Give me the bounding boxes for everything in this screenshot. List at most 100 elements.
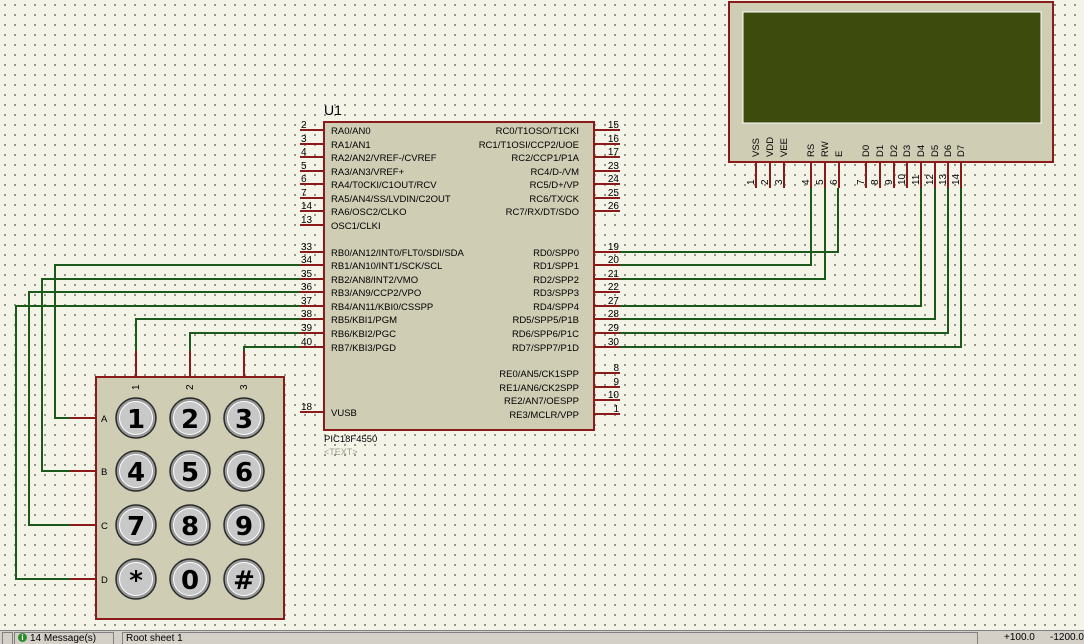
wire[interactable]: [54, 264, 300, 419]
wire[interactable]: [620, 188, 922, 307]
mcu-pin-label: RA6/OSC2/CLKO: [331, 207, 407, 218]
wire[interactable]: [243, 346, 300, 351]
lcd-pin-d1[interactable]: D18: [870, 145, 886, 188]
key-7[interactable]: 7: [115, 504, 157, 546]
wire[interactable]: [620, 188, 936, 320]
key-label: #: [233, 566, 255, 596]
wire[interactable]: [620, 188, 812, 266]
schematic-canvas[interactable]: U1 2RA0/AN03RA1/AN14RA2/AN2/VREF-/CVREF5…: [0, 0, 1084, 630]
key-9[interactable]: 9: [223, 504, 265, 546]
pic18f4550-component[interactable]: U1 2RA0/AN03RA1/AN14RA2/AN2/VREF-/CVREF5…: [300, 102, 620, 457]
wire[interactable]: [15, 305, 300, 580]
lcd-pin-number: 4: [801, 179, 812, 185]
wire[interactable]: [135, 318, 300, 351]
key-2[interactable]: 2: [169, 397, 211, 439]
mcu-body[interactable]: [323, 121, 595, 431]
wire[interactable]: [620, 188, 826, 280]
key-8[interactable]: 8: [169, 504, 211, 546]
mcu-pin-number: 6: [301, 174, 307, 185]
keypad-col-pin-2[interactable]: 2: [185, 351, 196, 390]
key-1[interactable]: 1: [115, 397, 157, 439]
key-label: 3: [235, 405, 253, 435]
lcd-pin-rw[interactable]: RW5: [815, 141, 831, 188]
keypad-col-pin-1[interactable]: 1: [131, 351, 142, 390]
keypad-row-pin-b[interactable]: B: [70, 467, 107, 478]
lcd-pin-e[interactable]: E6: [829, 151, 845, 188]
wire[interactable]: [41, 278, 300, 472]
keypad-col-pin-3[interactable]: 3: [239, 351, 250, 390]
wire[interactable]: [28, 291, 300, 526]
mcu-pin-label: RB2/AN8/INT2/VMO: [331, 275, 418, 286]
key-5[interactable]: 5: [169, 450, 211, 492]
wire[interactable]: [620, 188, 962, 348]
key-star[interactable]: *: [115, 558, 157, 600]
wire[interactable]: [189, 332, 300, 351]
wire[interactable]: [620, 188, 949, 334]
keypad-row-pin-c[interactable]: C: [70, 521, 108, 532]
key-0[interactable]: 0: [169, 558, 211, 600]
wire[interactable]: [620, 188, 839, 253]
status-bar-warning-segment[interactable]: [2, 632, 13, 644]
key-3[interactable]: 3: [223, 397, 265, 439]
key-6[interactable]: 6: [223, 450, 265, 492]
key-4[interactable]: 4: [115, 450, 157, 492]
key-label: *: [129, 566, 143, 596]
keypad-row-pin-d[interactable]: D: [70, 575, 108, 586]
lcd-pin-rs[interactable]: RS4: [801, 144, 817, 188]
mcu-pin-label: RE3/MCLR/VPP: [509, 410, 579, 421]
mcu-pin-number: 3: [301, 134, 307, 145]
key-hash[interactable]: #: [223, 558, 265, 600]
lcd-pin-d0[interactable]: D07: [856, 145, 872, 188]
lcd-pin-d2[interactable]: D29: [884, 145, 900, 188]
keypad-row-pin-a[interactable]: A: [70, 414, 108, 425]
